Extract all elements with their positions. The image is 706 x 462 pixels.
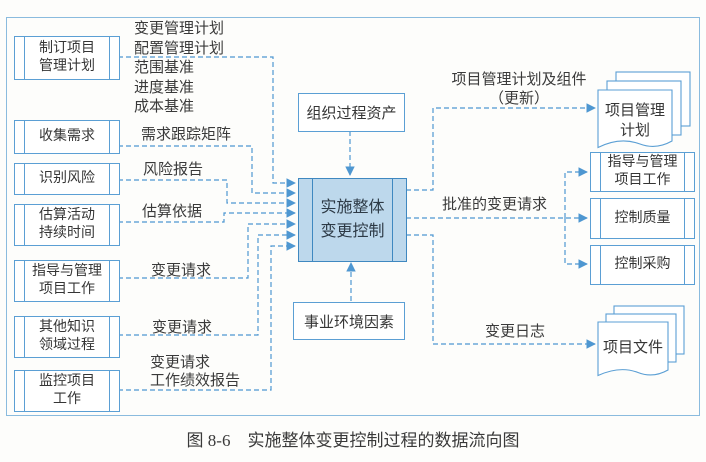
node-label: 指导与管理 项目工作 — [607, 155, 678, 188]
flow-label-change-requests-2: 变更请求 — [152, 320, 213, 336]
flow-label-requirements-traceability-matrix: 需求跟踪矩阵 — [141, 127, 232, 143]
edge-collect-requirements-to-central — [118, 145, 296, 198]
node-control-quality: 控制质量 — [590, 198, 695, 239]
node-identify-risks: 识别风险 — [14, 163, 120, 195]
edge-other-processes-to-central — [118, 230, 296, 336]
flow-label-risk-report: 风险报告 — [143, 162, 204, 178]
node-label: 组织过程资产 — [306, 106, 397, 122]
node-direct-and-manage-project-work: 指导与管理 项目工作 — [14, 260, 120, 302]
document-stack-project-management-plan — [597, 71, 691, 149]
node-develop-project-management-plan: 制订项目 管理计划 — [14, 36, 120, 80]
doc-label-project-files: 项目文件 — [602, 340, 663, 356]
node-label: 监控项目 工作 — [39, 374, 95, 407]
flow-label-approved-change-requests: 批准的变更请求 — [442, 197, 548, 213]
doc-page-front — [597, 89, 673, 149]
edge-central-to-project-files — [406, 234, 596, 349]
edge-monitor-work-to-central — [118, 241, 296, 391]
doc-label-project-management-plan: 项目管理 计划 — [604, 103, 665, 139]
node-other-knowledge-area-processes: 其他知识 领域过程 — [14, 316, 120, 358]
node-label: 收集需求 — [39, 129, 95, 144]
flow-label-pm-plan-outputs: 变更管理计划 配置管理计划 范围基准 进度基准 成本基准 — [134, 21, 225, 115]
node-estimate-activity-durations: 估算活动 持续时间 — [14, 204, 120, 246]
node-label: 指导与管理 项目工作 — [32, 264, 102, 297]
node-label: 实施整体 变更控制 — [320, 199, 385, 240]
diagram-border — [6, 17, 700, 416]
node-direct-and-manage-project-work-target: 指导与管理 项目工作 — [590, 152, 695, 192]
node-label: 估算活动 持续时间 — [39, 208, 95, 241]
node-label: 控制采购 — [614, 257, 671, 272]
flow-label-change-log: 变更日志 — [485, 324, 546, 340]
doc-page-front — [597, 321, 669, 377]
edge-pm-plan-to-central — [118, 56, 296, 188]
edge-approved-change-requests — [406, 167, 588, 269]
flow-label-basis-of-estimates: 估算依据 — [142, 204, 203, 220]
document-stack-project-files — [597, 305, 685, 377]
node-organizational-process-assets: 组织过程资产 — [298, 93, 405, 132]
node-label: 事业环境因素 — [303, 314, 394, 331]
node-label: 识别风险 — [39, 171, 95, 186]
figure-caption: 图 8-6 实施整体变更控制过程的数据流向图 — [186, 431, 520, 450]
edge-identify-risks-to-central — [118, 179, 296, 208]
node-enterprise-environmental-factors: 事业环境因素 — [293, 302, 405, 340]
flow-label-pm-plan-updates: 项目管理计划及组件 （更新） — [451, 72, 587, 107]
node-collect-requirements: 收集需求 — [14, 120, 120, 154]
flow-label-change-requests-1: 变更请求 — [151, 263, 212, 279]
node-label: 其他知识 领域过程 — [39, 320, 95, 353]
node-monitor-project-work: 监控项目 工作 — [14, 370, 120, 412]
node-label: 控制质量 — [614, 210, 671, 226]
node-label: 制订项目 管理计划 — [39, 41, 95, 74]
flow-label-change-requests-work-performance-reports: 变更请求 工作绩效报告 — [150, 355, 241, 389]
edge-estimate-durations-to-central — [118, 208, 296, 223]
node-control-procurements: 控制采购 — [590, 245, 695, 285]
edge-central-to-pm-plan-doc — [406, 103, 596, 191]
node-perform-integrated-change-control: 实施整体 变更控制 — [298, 178, 407, 262]
edge-direct-manage-work-to-central — [118, 219, 296, 279]
